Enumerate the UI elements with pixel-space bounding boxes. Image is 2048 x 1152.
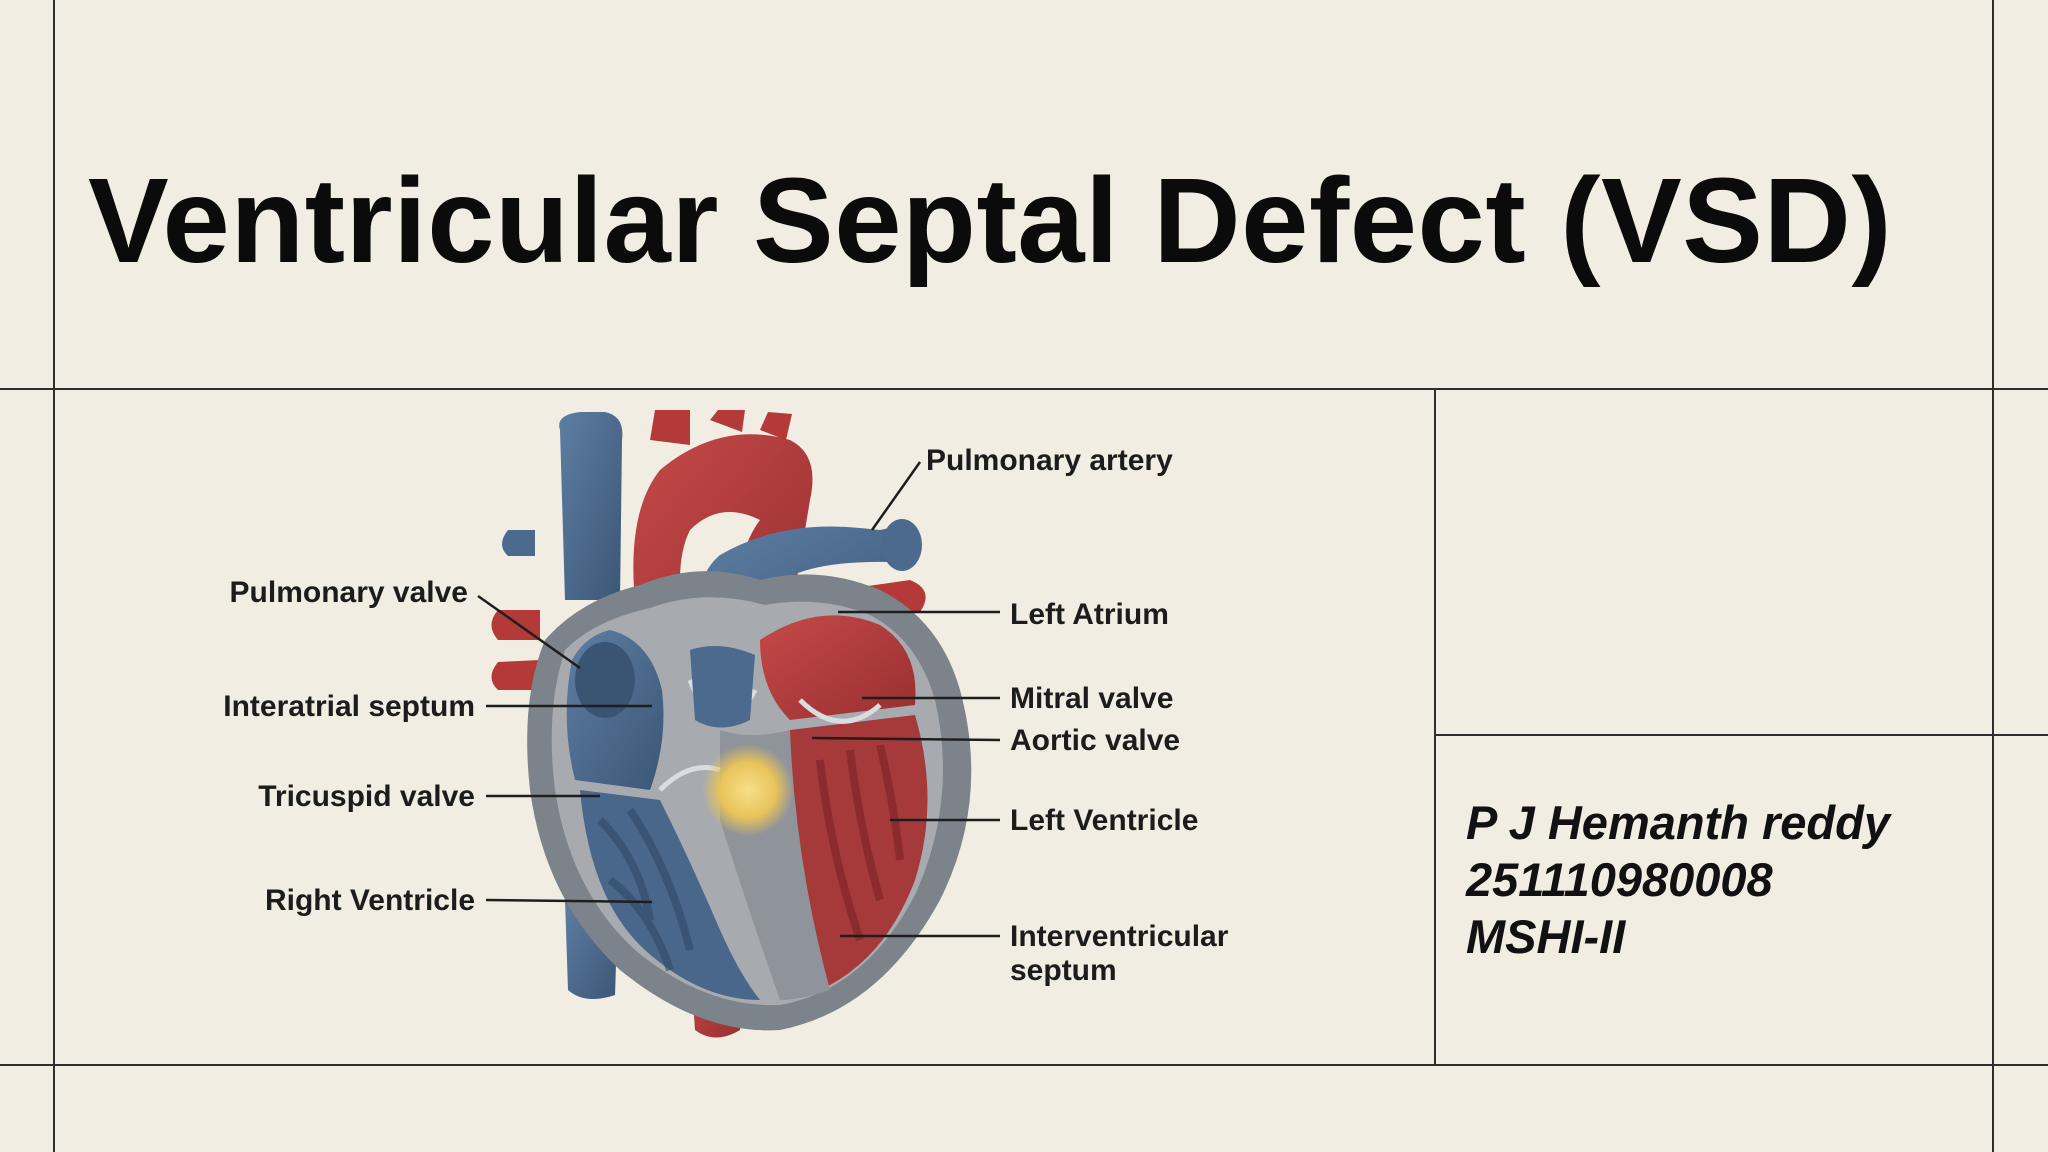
label-pulmonary-artery: Pulmonary artery [926, 444, 1173, 477]
label-pulmonary-valve: Pulmonary valve [230, 576, 468, 609]
grid-line-middle-vertical [1434, 389, 1436, 1064]
vsd-defect-highlight [702, 744, 794, 836]
grid-line-top [0, 388, 2048, 390]
grid-line-left [53, 0, 55, 1152]
left-atrium [760, 615, 916, 720]
superior-vena-cava [559, 412, 623, 600]
label-right-ventricle: Right Ventricle [265, 884, 475, 917]
label-aortic-valve: Aortic valve [1010, 724, 1180, 757]
author-name: P J Hemanth reddy [1466, 796, 1890, 849]
page-title: Ventricular Septal Defect (VSD) [88, 152, 1893, 288]
label-mitral-valve: Mitral valve [1010, 682, 1173, 715]
author-id: 251110980008 [1466, 853, 1773, 906]
grid-line-bottom [0, 1064, 2048, 1066]
label-left-atrium: Left Atrium [1010, 598, 1169, 631]
grid-line-right [1992, 0, 1994, 1152]
label-interventricular-septum-line2: septum [1010, 954, 1117, 987]
label-tricuspid-valve: Tricuspid valve [258, 780, 475, 813]
author-program: MSHI-II [1466, 910, 1626, 963]
leader-lines [477, 461, 1001, 938]
label-interventricular-septum-line1: Interventricular [1010, 920, 1229, 953]
label-left-ventricle: Left Ventricle [1010, 804, 1198, 837]
label-interatrial-septum: Interatrial septum [223, 690, 475, 723]
grid-line-author-divider [1435, 734, 2048, 736]
author-block: P J Hemanth reddy 251110980008 MSHI-II [1466, 794, 1890, 965]
